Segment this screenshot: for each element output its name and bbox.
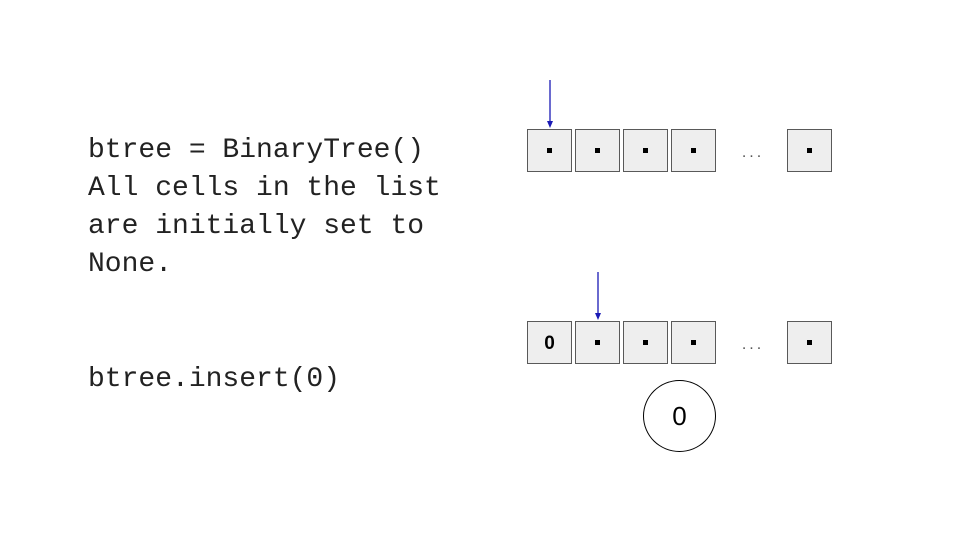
none-marker (643, 148, 648, 153)
array-cell (575, 321, 620, 364)
array-cell (787, 321, 832, 364)
tree-node-root: 0 (643, 380, 716, 452)
cell-value: 0 (544, 333, 555, 354)
array-cell (623, 129, 668, 172)
none-marker (807, 340, 812, 345)
none-marker (807, 148, 812, 153)
array-ellipsis: ... (741, 144, 765, 161)
none-marker (691, 148, 696, 153)
array-cell (623, 321, 668, 364)
pointer-arrow-top (547, 80, 553, 128)
array-cell (527, 129, 572, 172)
array-cell (787, 129, 832, 172)
array-cell (671, 321, 716, 364)
code-block-insert: btree.insert(0) (88, 364, 341, 395)
array-cell (575, 129, 620, 172)
pointer-arrow-bottom (595, 272, 601, 320)
tree-node-label: 0 (672, 400, 687, 431)
none-marker (547, 148, 552, 153)
array-cell (671, 129, 716, 172)
code-block-init: btree = BinaryTree() All cells in the li… (88, 135, 441, 280)
none-marker (643, 340, 648, 345)
none-marker (595, 340, 600, 345)
none-marker (595, 148, 600, 153)
array-cell: 0 (527, 321, 572, 364)
array-ellipsis: ... (741, 336, 765, 353)
none-marker (691, 340, 696, 345)
